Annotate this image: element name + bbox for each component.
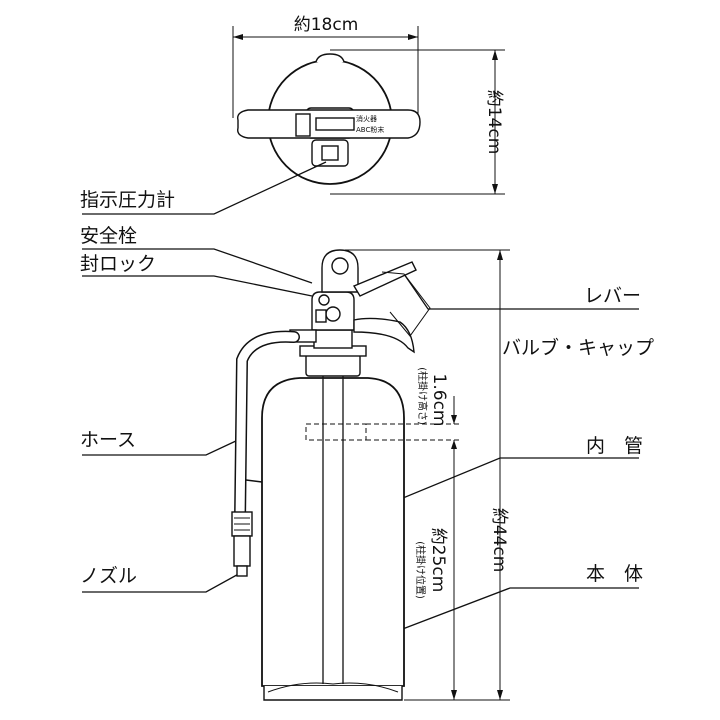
valve-top-bump [315,53,345,63]
nozzle-body [233,535,251,567]
lever-open-outline [381,271,431,337]
leader-hose [82,439,239,456]
left-labels: 指示圧力計 安全栓 封ロック ホース ノズル [80,161,327,593]
arrow-left [233,34,243,40]
height-label: 約44cm [489,508,509,573]
leader-main-body [399,587,639,631]
label-inner-tube: 内 管 [586,435,643,457]
gauge-text-1: 消火器 [356,114,377,123]
seal-lock-tag [315,309,327,323]
dimensions: 約44cm (柱掛け高さ) 1.6cm (柱掛け位置) 約25cm [345,249,510,701]
hang-height-label: 1.6cm [429,374,449,427]
pressure-gauge-face [321,145,339,161]
label-seal-lock: 封ロック [80,253,156,275]
arrow-bottom [492,184,498,194]
label-valve-cap: バルブ・キャップ [502,336,654,359]
hang-position-note: (柱掛け位置) [414,541,427,599]
gauge-text-2: ABC粉末 [356,125,384,134]
label-safety-pin: 安全栓 [80,225,137,247]
leader-safety-pin [82,248,313,284]
main-body [261,377,405,687]
arrow-right [408,34,418,40]
leader-nozzle [82,570,245,593]
hose-holder [245,479,263,483]
leader-lever [403,273,639,310]
carry-handle-hole [331,257,349,275]
hang-height-note: (柱掛け高さ) [416,367,429,425]
label-hose: ホース [80,429,136,451]
lever-pivot [295,113,311,137]
label-nozzle: ノズル [80,565,137,587]
base-ring [263,686,403,701]
width-label: 約18cm [294,15,359,35]
top-view: 約18cm 約14cm 消火器 ABC粉末 [232,15,505,195]
label-lever: レバー [584,285,641,307]
leader-pressure-gauge [82,161,327,215]
lever-top [352,261,417,297]
valve-neck [313,329,353,349]
depth-label: 約14cm [484,90,504,155]
hang-position-box [305,423,367,441]
nozzle-tip [236,565,248,577]
hang-position-label: 約25cm [428,528,448,593]
label-pressure-gauge: 指示圧力計 [80,189,175,211]
lever-plate [315,117,355,131]
label-main-body: 本 体 [586,563,643,585]
valve-cap [305,353,361,377]
arrow-top [492,50,498,60]
safety-pin-ring [318,294,330,306]
leader-seal-lock [82,275,313,297]
base-curve [267,682,399,693]
side-view [231,249,460,701]
hose-fill [235,332,299,525]
lever-bottom-grip [353,317,415,354]
valve-pivot [325,306,341,322]
